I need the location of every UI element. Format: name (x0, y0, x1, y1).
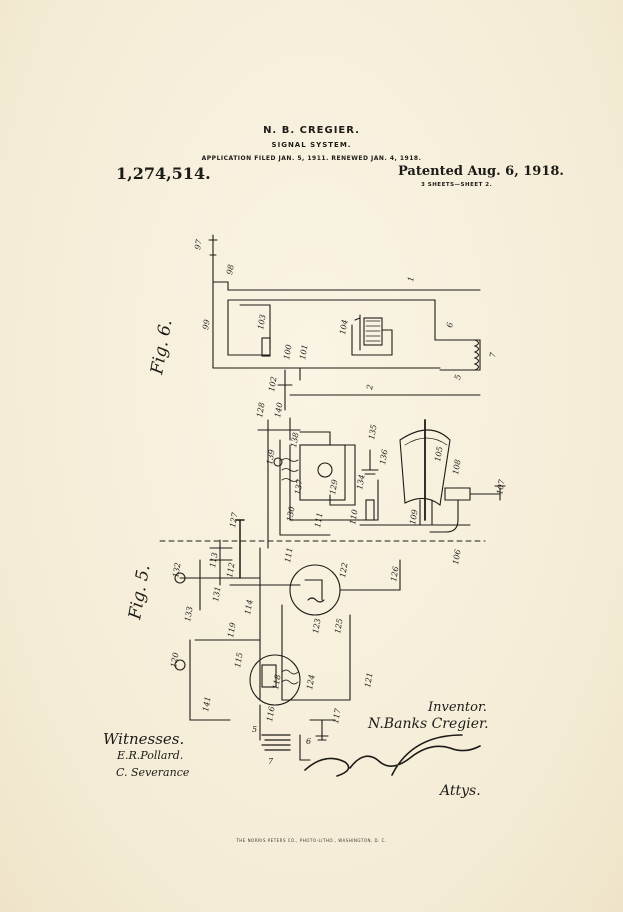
label-131: 131 (211, 586, 223, 603)
label-1: 1 (406, 276, 416, 283)
label-121: 121 (363, 672, 375, 689)
inventor-header: N. B. CREGIER. (263, 125, 360, 136)
label-137: 137 (293, 478, 305, 495)
label-115: 115 (233, 652, 245, 669)
patent-number: 1,274,514. (116, 164, 211, 183)
label-123: 123 (311, 618, 323, 635)
witnesses-label: Witnesses. (103, 730, 185, 748)
label-139: 139 (265, 449, 277, 466)
inventor-signature: N.Banks Cregier. (368, 716, 489, 732)
label-116: 116 (265, 706, 277, 723)
label-5: 5 (453, 374, 463, 381)
label-101: 101 (298, 344, 310, 361)
label-109: 109 (408, 509, 420, 526)
attorney-signature (304, 734, 481, 777)
label-118: 118 (271, 674, 283, 691)
label-122: 122 (338, 562, 350, 579)
label-132: 132 (171, 562, 183, 579)
label-5b: 5 (252, 725, 257, 734)
sheet-count: 3 SHEETS—SHEET 2. (421, 182, 493, 188)
instrument-apparatus (159, 417, 506, 579)
label-130: 130 (285, 506, 297, 523)
label-110: 110 (348, 509, 360, 526)
label-127: 127 (228, 511, 240, 528)
fig5-label: Fig. 5. (125, 563, 154, 622)
patent-title: SIGNAL SYSTEM. (271, 141, 352, 149)
label-133: 133 (183, 606, 195, 623)
label-6: 6 (445, 322, 455, 329)
label-126: 126 (389, 566, 401, 583)
label-107: 107 (495, 478, 507, 495)
label-140: 140 (273, 402, 285, 419)
attorneys-label: Attys. (440, 783, 481, 799)
reference-numerals: 97 98 99 1 103 104 6 7 100 101 5 102 2 1… (125, 238, 507, 766)
label-103: 103 (256, 314, 268, 331)
label-135: 135 (367, 424, 379, 441)
fig6-label: Fig. 6. (147, 318, 176, 377)
label-117: 117 (331, 707, 343, 724)
label-104: 104 (338, 319, 350, 336)
patent-date: Patented Aug. 6, 1918. (398, 164, 564, 179)
label-134: 134 (355, 474, 367, 491)
label-99: 99 (201, 319, 212, 331)
label-136: 136 (378, 449, 390, 466)
label-128: 128 (255, 402, 267, 419)
label-141: 141 (201, 696, 213, 713)
inventor-label: Inventor. (428, 700, 487, 715)
label-120: 120 (169, 652, 181, 669)
label-97: 97 (193, 238, 204, 250)
fig5-circuit (174, 539, 401, 761)
label-100: 100 (282, 344, 294, 361)
printer-credit: THE NORRIS PETERS CO., PHOTO-LITHO., WAS… (236, 838, 387, 843)
label-111b: 111 (283, 547, 295, 564)
label-2: 2 (365, 384, 375, 392)
label-112: 112 (225, 562, 237, 579)
label-138: 138 (289, 432, 301, 449)
label-125: 125 (333, 618, 345, 635)
label-119: 119 (226, 622, 238, 639)
fig6-circuit (208, 234, 481, 411)
label-111a: 111 (313, 512, 325, 529)
label-98: 98 (225, 264, 236, 276)
witness-2-signature: C. Severance (116, 766, 190, 779)
label-129: 129 (328, 479, 340, 496)
label-124: 124 (305, 674, 317, 691)
label-7: 7 (488, 351, 498, 358)
witness-1-signature: E.R.Pollard. (117, 749, 184, 762)
label-105: 105 (433, 446, 445, 463)
label-113: 113 (208, 552, 220, 569)
label-108: 108 (451, 459, 463, 476)
label-106: 106 (451, 549, 463, 566)
filing-dates: APPLICATION FILED JAN. 5, 1911. RENEWED … (201, 155, 422, 162)
label-102: 102 (267, 376, 279, 393)
label-6b: 6 (306, 737, 311, 746)
label-114: 114 (243, 599, 255, 616)
label-7b: 7 (268, 757, 274, 766)
